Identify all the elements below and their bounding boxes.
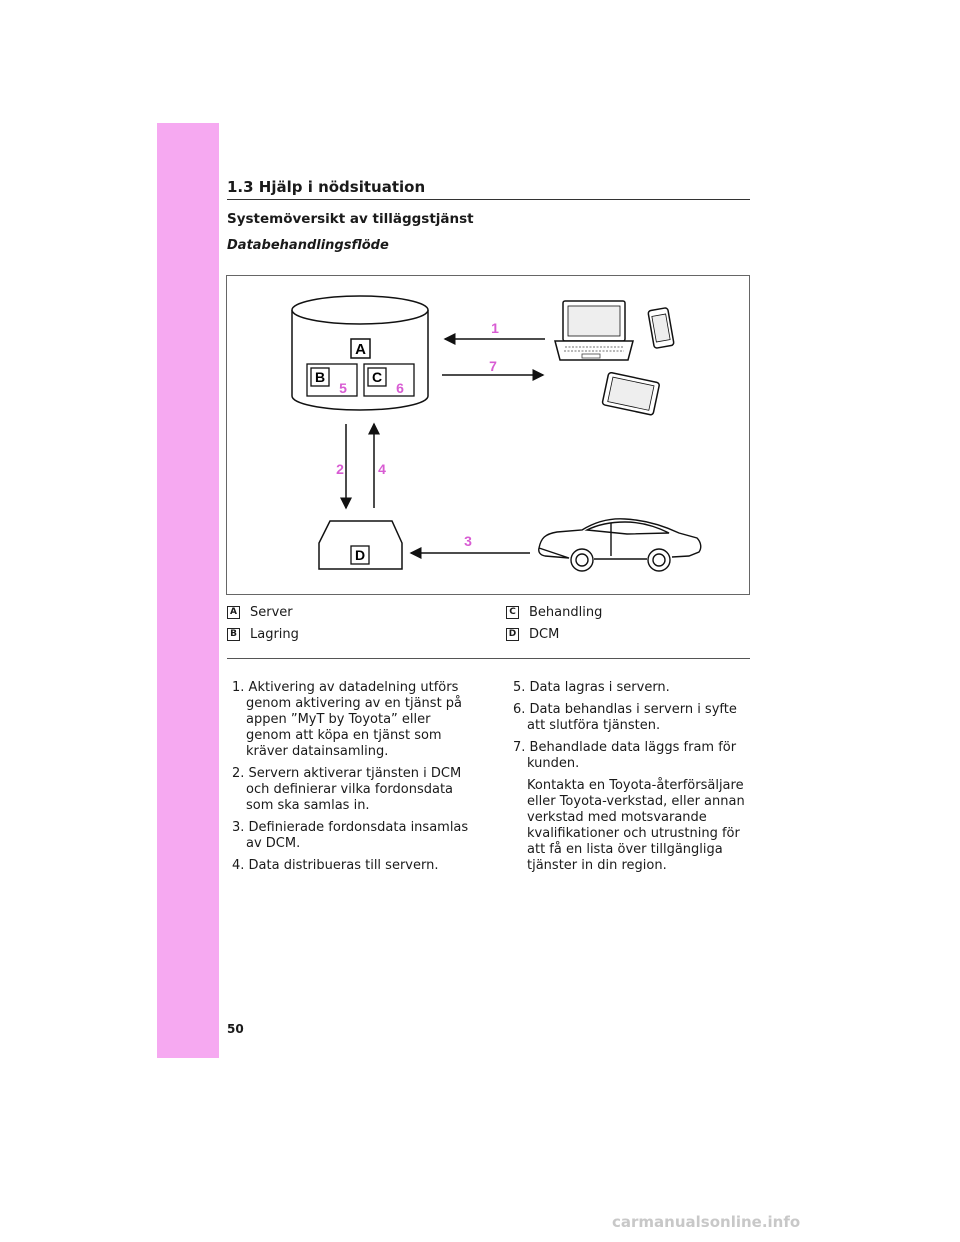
legend-divider <box>227 658 750 659</box>
section-title: 1.3 Hjälp i nödsituation <box>227 178 425 196</box>
tablet-icon <box>602 372 660 415</box>
legend-label: DCM <box>529 627 559 642</box>
data-flow-diagram: A B 5 C 6 1 7 2 4 D 3 <box>226 275 750 595</box>
step-5-label: 5 <box>339 380 347 396</box>
legend-item-storage: B Lagring <box>227 627 299 642</box>
step-4-label: 4 <box>378 461 386 477</box>
legend-key-a: A <box>227 606 240 619</box>
contact-note: Kontakta en Toyota-återförsäljare eller … <box>527 778 753 874</box>
legend-label: Behandling <box>529 605 602 620</box>
label-b: B <box>315 369 325 385</box>
step-1-label: 1 <box>491 320 499 336</box>
legend-key-d: D <box>506 628 519 641</box>
chapter-sidebar-tab <box>157 123 219 1058</box>
legend-key-b: B <box>227 628 240 641</box>
flow-subtitle: Databehandlingsflöde <box>227 238 389 253</box>
label-c: C <box>372 369 382 385</box>
list-item: 4. Data distribueras till servern. <box>232 858 470 874</box>
smartphone-icon <box>648 308 674 349</box>
legend-key-c: C <box>506 606 519 619</box>
page-number: 50 <box>227 1022 244 1036</box>
car-icon <box>539 519 701 571</box>
label-a: A <box>355 341 366 358</box>
list-item: 7. Behandlade data läggs fram för kunden… <box>513 740 753 874</box>
list-item: 1. Aktivering av datadelning utförs geno… <box>232 680 470 760</box>
legend-item-dcm: D DCM <box>506 627 559 642</box>
section-divider <box>227 199 750 200</box>
laptop-icon <box>555 301 633 360</box>
label-d: D <box>355 547 365 563</box>
page-subtitle: Systemöversikt av tilläggstjänst <box>227 211 474 227</box>
steps-list-left: 1. Aktivering av datadelning utförs geno… <box>232 680 470 880</box>
watermark: carmanualsonline.info <box>612 1213 800 1231</box>
legend-label: Lagring <box>250 627 299 642</box>
step-7-label: 7 <box>489 358 497 374</box>
legend-item-processing: C Behandling <box>506 605 602 620</box>
list-item: 3. Definierade fordonsdata insamlas av D… <box>232 820 470 852</box>
legend-label: Server <box>250 605 293 620</box>
list-item: 6. Data behandlas i servern i syfte att … <box>513 702 753 734</box>
list-item: 5. Data lagras i servern. <box>513 680 753 696</box>
legend-item-server: A Server <box>227 605 293 620</box>
steps-list-right: 5. Data lagras i servern. 6. Data behand… <box>513 680 753 880</box>
step-3-label: 3 <box>464 533 472 549</box>
list-item: 2. Servern aktiverar tjänsten i DCM och … <box>232 766 470 814</box>
step-2-label: 2 <box>336 461 344 477</box>
step-6-label: 6 <box>396 380 404 396</box>
